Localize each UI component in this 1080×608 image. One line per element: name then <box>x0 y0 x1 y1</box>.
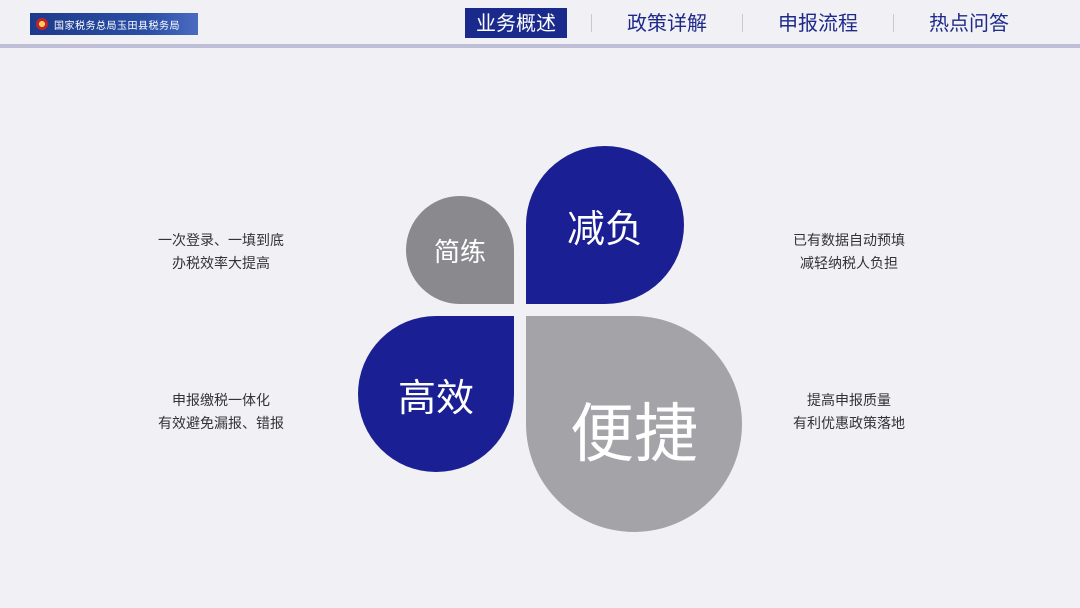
desc-jianlian: 一次登录、一填到底 办税效率大提高 <box>111 230 331 276</box>
tax-bureau-logo: 国家税务总局玉田县税务局 <box>30 13 198 35</box>
nav-separator <box>591 14 592 32</box>
nav-tab-process[interactable]: 申报流程 <box>778 11 858 35</box>
desc-line: 减轻纳税人负担 <box>800 256 898 272</box>
nav-tab-overview[interactable]: 业务概述 <box>465 8 567 38</box>
nav-separator <box>893 14 894 32</box>
desc-bianjie: 提高申报质量 有利优惠政策落地 <box>739 390 959 436</box>
desc-line: 提高申报质量 <box>807 393 891 409</box>
logo-text: 国家税务总局玉田县税务局 <box>54 20 180 32</box>
top-nav: 业务概述 政策详解 申报流程 热点问答 <box>465 8 1020 38</box>
nav-separator <box>742 14 743 32</box>
desc-line: 办税效率大提高 <box>172 256 270 272</box>
petal-bianjie: 便捷 <box>526 316 742 532</box>
desc-line: 有利优惠政策落地 <box>793 416 905 432</box>
emblem-icon <box>36 18 48 30</box>
desc-line: 一次登录、一填到底 <box>158 233 284 249</box>
desc-line: 有效避免漏报、错报 <box>158 416 284 432</box>
desc-line: 申报缴税一体化 <box>172 393 270 409</box>
nav-tab-faq[interactable]: 热点问答 <box>929 11 1009 35</box>
desc-jianfu: 已有数据自动预填 减轻纳税人负担 <box>739 230 959 276</box>
petal-jianfu: 减负 <box>526 146 684 304</box>
desc-line: 已有数据自动预填 <box>793 233 905 249</box>
petal-gaoxiao: 高效 <box>358 316 514 472</box>
nav-tab-policy[interactable]: 政策详解 <box>627 11 707 35</box>
petal-label: 减负 <box>566 206 643 251</box>
header-divider <box>0 44 1080 48</box>
petal-jianlian: 简练 <box>406 196 514 304</box>
top-bar: 国家税务总局玉田县税务局 业务概述 政策详解 申报流程 热点问答 <box>0 0 1080 48</box>
petal-label: 便捷 <box>570 398 698 472</box>
desc-gaoxiao: 申报缴税一体化 有效避免漏报、错报 <box>111 390 331 436</box>
petal-label: 简练 <box>433 237 486 268</box>
petal-label: 高效 <box>397 375 474 420</box>
